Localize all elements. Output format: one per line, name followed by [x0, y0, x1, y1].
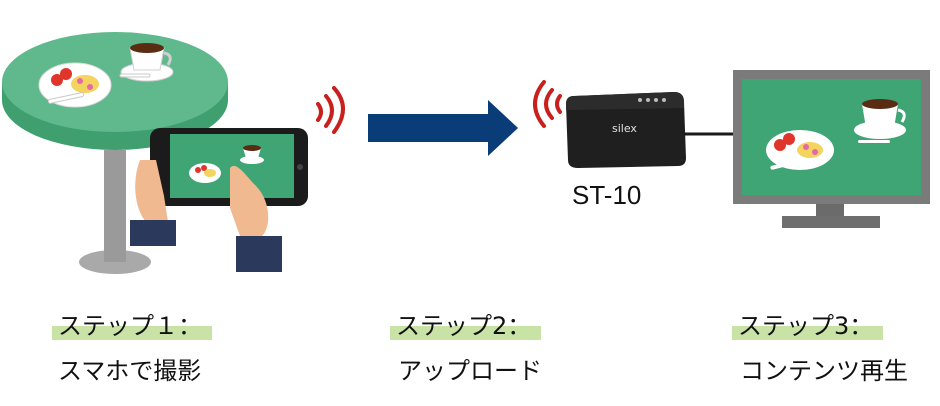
monitor [733, 70, 930, 228]
device-brand-logo: silex [612, 122, 637, 135]
smartphone [150, 128, 308, 206]
step1-heading: ステップ１： [52, 312, 212, 340]
st10-device: silex [566, 92, 686, 168]
step2-heading: ステップ2： [390, 312, 542, 340]
wifi-signal-phone [316, 86, 345, 134]
coffee-on-screen [854, 99, 906, 143]
step1-description: スマホで撮影 [58, 357, 202, 385]
plate-on-table [38, 62, 112, 108]
device-model-label: ST-10 [572, 180, 642, 210]
wifi-signal-device [533, 80, 562, 128]
coffee-cup-on-table [119, 43, 174, 82]
right-hand [230, 165, 282, 272]
upload-arrow [368, 100, 518, 156]
step3-description: コンテンツ再生 [740, 357, 908, 385]
left-hand [130, 160, 176, 246]
plate-on-screen [766, 130, 834, 170]
step3-heading: ステップ3： [732, 312, 884, 340]
step2-description: アップロード [398, 357, 542, 385]
